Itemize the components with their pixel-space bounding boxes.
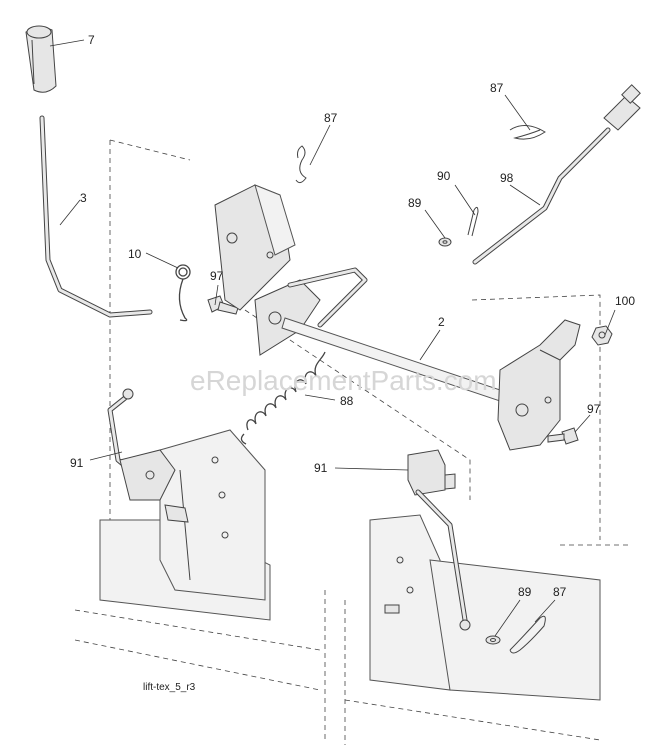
callout-washer-89-lower: 89 (518, 585, 532, 599)
bolt-97-upper (207, 295, 239, 315)
spring-10 (175, 264, 191, 322)
callout-pin-90: 90 (437, 169, 451, 183)
clip-87-center (295, 145, 307, 184)
height-rod-98 (472, 84, 641, 265)
drawing-code: lift-tex_5_r3 (143, 682, 196, 693)
leader-lines (49, 39, 616, 637)
actuator-link (287, 267, 368, 328)
callout-clip-87-lower-right: 87 (553, 585, 567, 599)
callouts: 7 3 10 97 87 90 89 98 87 100 2 97 88 91 … (70, 33, 635, 599)
callout-link-91-left: 91 (70, 456, 84, 470)
frame-outlines (74, 139, 630, 745)
right-lift-link-91 (407, 449, 471, 631)
watermark: eReplacementParts.com (190, 365, 497, 396)
callout-rod-98: 98 (500, 171, 514, 185)
callout-clip-87-center: 87 (324, 111, 338, 125)
right-lift-arm (497, 319, 581, 451)
callout-nut-100: 100 (615, 294, 635, 308)
callout-grip-7: 7 (88, 33, 95, 47)
callout-shaft-2: 2 (438, 315, 445, 329)
clip-87-lower-right (509, 615, 546, 654)
callout-clip-87-upper-right: 87 (490, 81, 504, 95)
left-deck-block (99, 429, 271, 621)
callout-spring-88: 88 (340, 394, 354, 408)
pin-90 (467, 206, 479, 237)
right-deck-block (369, 514, 601, 701)
callout-handle-3: 3 (80, 191, 87, 205)
callout-washer-89-upper: 89 (408, 196, 422, 210)
mounting-bracket (214, 184, 321, 356)
washer-89-upper (438, 237, 452, 247)
callout-bolt-97-lower: 97 (587, 402, 601, 416)
left-lift-link-91 (107, 388, 189, 523)
callout-spring-10: 10 (128, 247, 142, 261)
washer-89-lower (485, 635, 501, 645)
lift-spring-88 (240, 351, 326, 445)
clip-87-upper-right (509, 125, 546, 140)
callout-bolt-97-upper: 97 (210, 269, 224, 283)
bolt-97-lower (547, 427, 579, 445)
callout-link-91-right: 91 (314, 461, 328, 475)
nut-100 (591, 325, 613, 346)
handle-grip (25, 25, 57, 93)
lift-handle (39, 115, 153, 318)
